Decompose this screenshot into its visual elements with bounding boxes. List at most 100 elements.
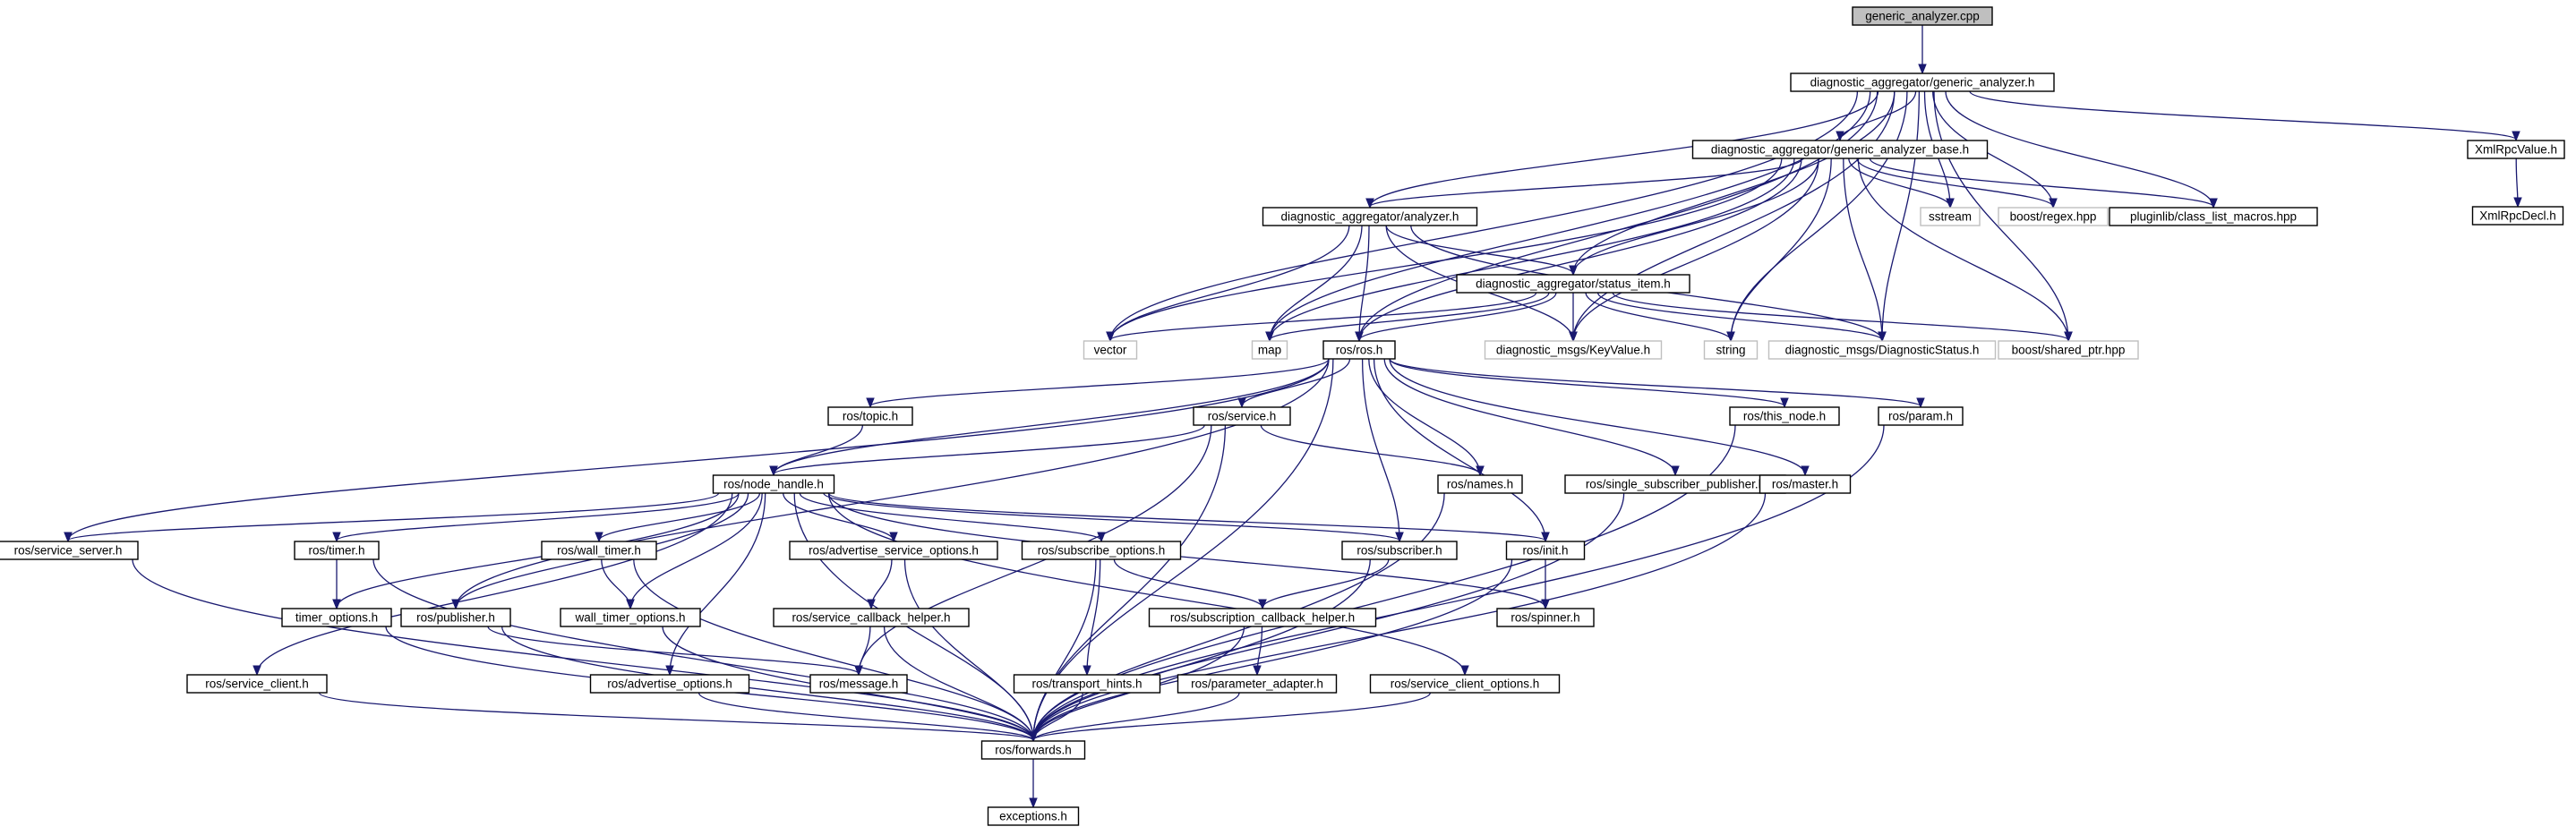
node-ao[interactable]: ros/advertise_options.h — [589, 674, 750, 694]
arrow-head-icon — [2512, 131, 2520, 142]
node-so[interactable]: ros/subscribe_options.h — [1021, 541, 1182, 560]
arrow-head-icon — [1878, 331, 1887, 343]
node-nh[interactable]: ros/node_handle.h — [712, 474, 835, 494]
edge-line — [1260, 424, 1481, 475]
edge-line — [601, 558, 631, 609]
node-param[interactable]: ros/param.h — [1878, 406, 1964, 426]
node-box — [1013, 674, 1161, 694]
node-exc[interactable]: exceptions.h — [987, 806, 1080, 826]
node-spinner[interactable]: ros/spinner.h — [1496, 608, 1595, 627]
node-plug[interactable]: pluginlib/class_list_macros.hpp — [2109, 207, 2318, 226]
edge-line — [1109, 225, 1350, 341]
node-to[interactable]: timer_options.h — [281, 608, 392, 627]
node-sco[interactable]: ros/service_client_options.h — [1369, 674, 1561, 694]
node-root: generic_analyzer.cpp — [1852, 6, 1993, 26]
node-msg[interactable]: ros/message.h — [809, 674, 908, 694]
edge-ga-to-gab — [1836, 90, 1917, 142]
node-sch[interactable]: ros/service_callback_helper.h — [773, 608, 970, 627]
node-box — [1177, 674, 1338, 694]
edge-xmlv-to-xmld — [2513, 158, 2522, 209]
node-ros[interactable]: ros/ros.h — [1322, 340, 1396, 360]
node-box — [1193, 406, 1291, 426]
edge-line — [318, 692, 1034, 741]
node-wto[interactable]: wall_timer_options.h — [560, 608, 701, 627]
node-si[interactable]: diagnostic_aggregator/status_item.h — [1456, 274, 1690, 294]
node-box — [0, 541, 139, 560]
node-aso[interactable]: ros/advertise_service_options.h — [789, 541, 998, 560]
edge-gab-to-map — [1265, 158, 1795, 343]
edge-nh-to-aso — [783, 492, 898, 543]
node-subch[interactable]: ros/subscription_callback_helper.h — [1148, 608, 1377, 627]
node-xmld[interactable]: XmlRpcDecl.h — [2471, 206, 2564, 226]
node-master[interactable]: ros/master.h — [1759, 474, 1852, 494]
edge-si-to-sp — [1612, 292, 2073, 343]
edge-line — [1113, 558, 1263, 609]
edge-si-to-string — [1585, 292, 1735, 343]
arrow-head-icon — [769, 465, 778, 477]
node-pa[interactable]: ros/parameter_adapter.h — [1177, 674, 1338, 694]
node-box — [1505, 541, 1586, 560]
node-box — [186, 674, 328, 694]
node-ga[interactable]: diagnostic_aggregator/generic_analyzer.h — [1790, 72, 2055, 92]
arrow-head-icon — [1476, 465, 1485, 477]
node-sclient[interactable]: ros/service_client.h — [186, 674, 328, 694]
node-label: wall_timer_options.h — [574, 611, 685, 625]
node-thisnode[interactable]: ros/this_node.h — [1729, 406, 1840, 426]
arrow-head-icon — [1918, 64, 1927, 75]
edge-line — [1032, 692, 1240, 741]
node-label: generic_analyzer.cpp — [1865, 10, 1980, 23]
node-an[interactable]: diagnostic_aggregator/analyzer.h — [1262, 207, 1478, 226]
node-ssp[interactable]: ros/single_subscriber_publisher.h — [1564, 474, 1786, 494]
node-box — [1878, 406, 1964, 426]
edge-line — [1109, 292, 1537, 341]
edge-line — [1032, 492, 1767, 741]
node-xmlv[interactable]: XmlRpcValue.h — [2467, 140, 2565, 159]
edge-nh-to-ssrv — [64, 492, 720, 543]
edge-ros-to-param — [1389, 358, 1925, 409]
node-service[interactable]: ros/service.h — [1193, 406, 1291, 426]
node-label: ros/subscriber.h — [1356, 544, 1442, 558]
edge-line — [1032, 492, 1625, 741]
node-names[interactable]: ros/names.h — [1437, 474, 1523, 494]
node-th[interactable]: ros/transport_hints.h — [1013, 674, 1161, 694]
node-box — [1496, 608, 1595, 627]
node-timer[interactable]: ros/timer.h — [294, 541, 380, 560]
edge-line — [1612, 292, 2069, 341]
edge-line — [336, 492, 740, 609]
edge-thisnode-to-fwd — [1029, 424, 1736, 743]
node-label: ros/param.h — [1888, 410, 1953, 423]
arrow-head-icon — [854, 665, 863, 677]
arrow-head-icon — [1569, 265, 1578, 277]
node-label: ros/advertise_service_options.h — [809, 544, 979, 558]
node-gab[interactable]: diagnostic_aggregator/generic_analyzer_b… — [1691, 140, 1989, 159]
edge-line — [1389, 358, 1785, 407]
node-label: ros/timer.h — [308, 544, 364, 558]
edge-line — [629, 492, 763, 609]
nodes-layer: generic_analyzer.cpp diagnostic_aggregato… — [0, 6, 2565, 826]
edge-line — [1596, 292, 1883, 341]
node-ssrv[interactable]: ros/service_server.h — [0, 541, 139, 560]
node-box — [541, 541, 657, 560]
edge-line — [883, 626, 1034, 741]
node-wtimer[interactable]: ros/wall_timer.h — [541, 541, 657, 560]
node-label: diagnostic_aggregator/status_item.h — [1476, 277, 1671, 291]
node-box — [980, 740, 1086, 760]
node-box — [294, 541, 380, 560]
edge-si-to-ds — [1596, 292, 1887, 343]
arrow-head-icon — [626, 599, 635, 610]
node-sp: boost/shared_ptr.hpp — [1998, 340, 2139, 360]
edge-nh-to-timer — [332, 492, 740, 543]
edge-line — [799, 492, 1102, 541]
edge-line — [1032, 692, 1432, 741]
edge-sub-to-subch — [1258, 558, 1390, 610]
node-sub[interactable]: ros/subscriber.h — [1341, 541, 1458, 560]
node-topic[interactable]: ros/topic.h — [827, 406, 913, 426]
edge-line — [1269, 158, 1795, 341]
node-pub[interactable]: ros/publisher.h — [400, 608, 511, 627]
edge-si-to-kv — [1569, 293, 1578, 343]
arrow-head-icon — [64, 532, 73, 543]
node-init[interactable]: ros/init.h — [1505, 541, 1586, 560]
node-fwd[interactable]: ros/forwards.h — [980, 740, 1086, 760]
edge-an-to-vector — [1106, 225, 1350, 343]
node-box — [589, 674, 750, 694]
